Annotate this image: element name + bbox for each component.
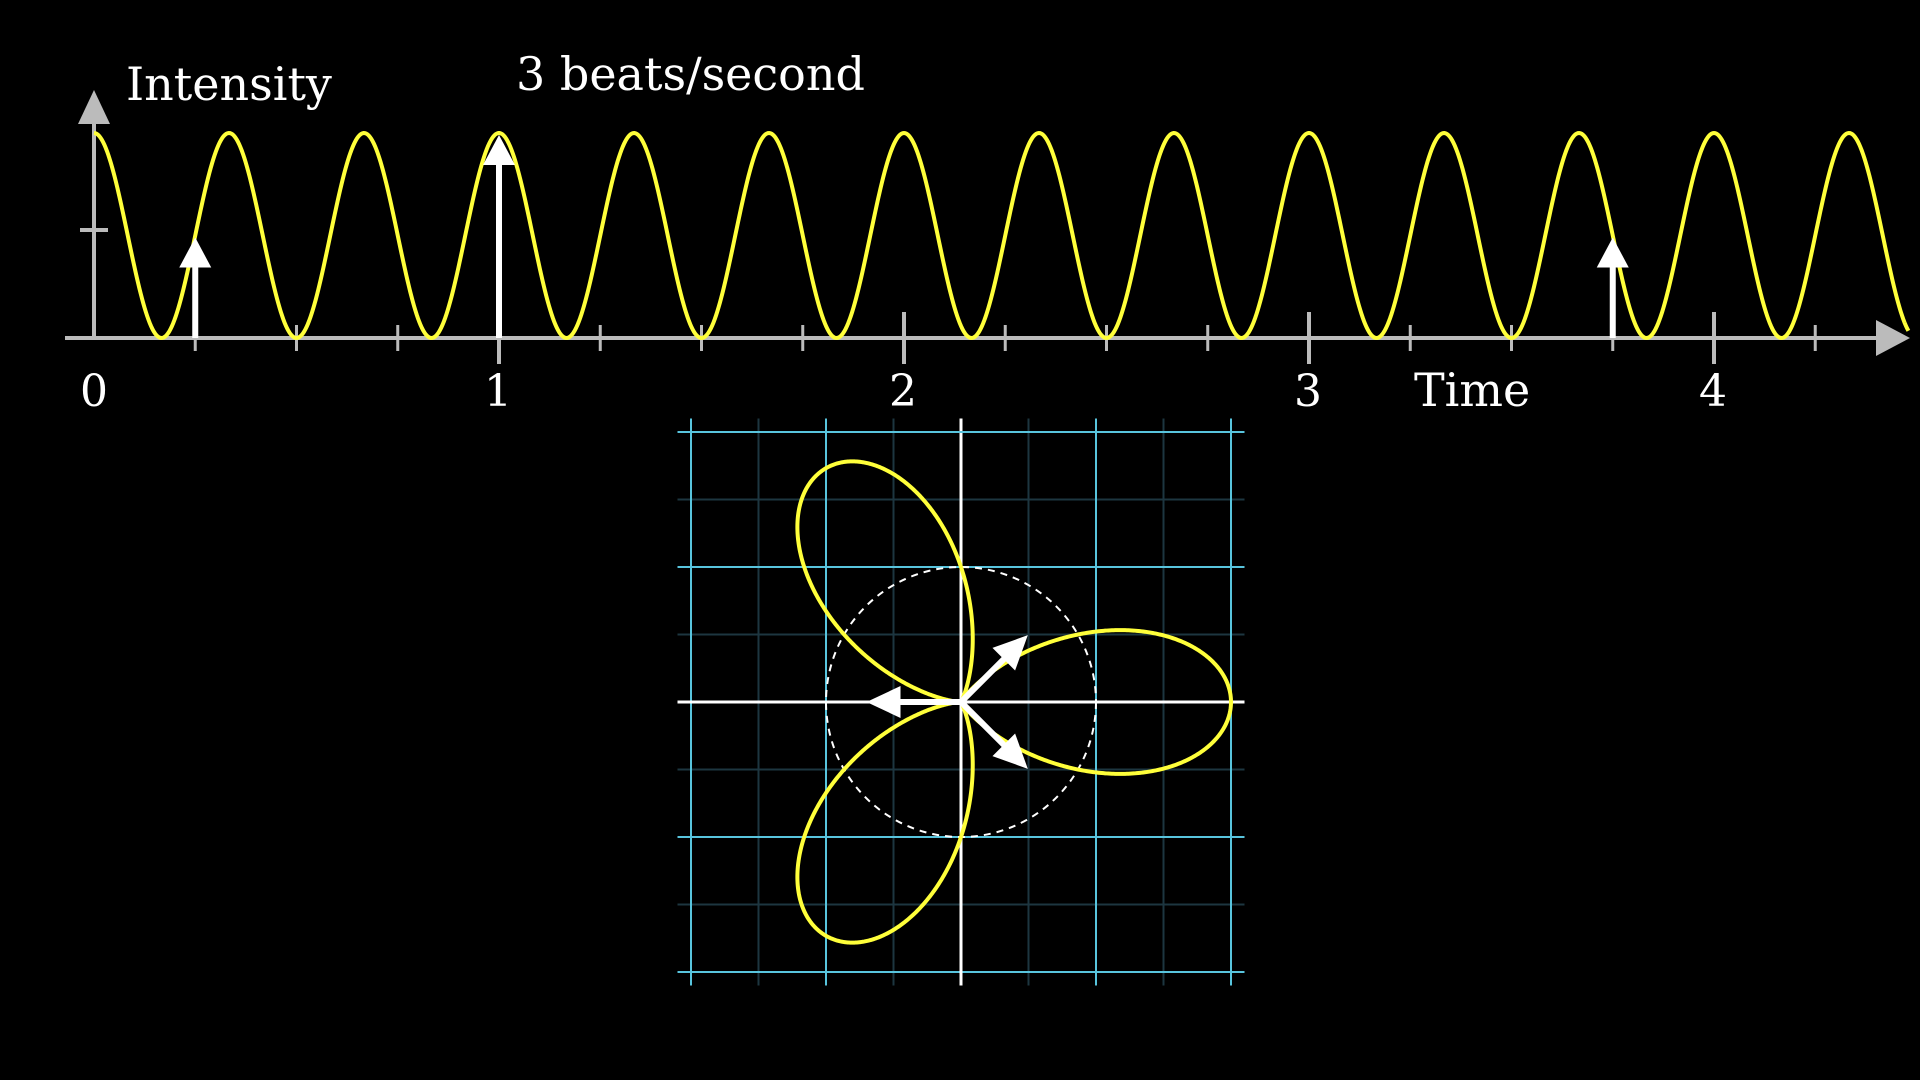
- x-tick-label-3: 3: [1294, 366, 1322, 417]
- x-tick-labels: 0 1 2 3 4: [80, 366, 1727, 417]
- winding-vector-shaft-1: [958, 654, 1009, 705]
- sample-vector-head-1: [483, 135, 515, 165]
- winding-plot: [677, 418, 1245, 986]
- sample-vectors: [179, 135, 1629, 338]
- x-axis-label: Time: [1414, 363, 1530, 417]
- winding-vector-shaft-2: [958, 699, 1009, 750]
- top-graph: Intensity 3 beats/second Time 0 1 2 3 4: [65, 47, 1911, 417]
- x-tick-label-1: 1: [484, 366, 512, 417]
- winding-vectors: [866, 635, 1028, 769]
- winding-vector-head-0: [866, 686, 901, 718]
- y-axis-arrowhead: [78, 90, 110, 124]
- x-tick-label-2: 2: [889, 366, 917, 417]
- x-tick-label-4: 4: [1699, 366, 1727, 417]
- y-axis-label: Intensity: [126, 57, 332, 111]
- sample-vector-head-2: [1596, 237, 1629, 268]
- signal-curve: [93, 130, 1911, 341]
- sample-vector-head-0: [179, 237, 212, 268]
- chart-title: 3 beats/second: [516, 47, 865, 101]
- x-axis-arrowhead: [1876, 320, 1910, 356]
- x-tick-label-0: 0: [80, 366, 108, 417]
- winding-vector-head-1: [992, 635, 1028, 671]
- winding-vector-head-2: [992, 733, 1028, 769]
